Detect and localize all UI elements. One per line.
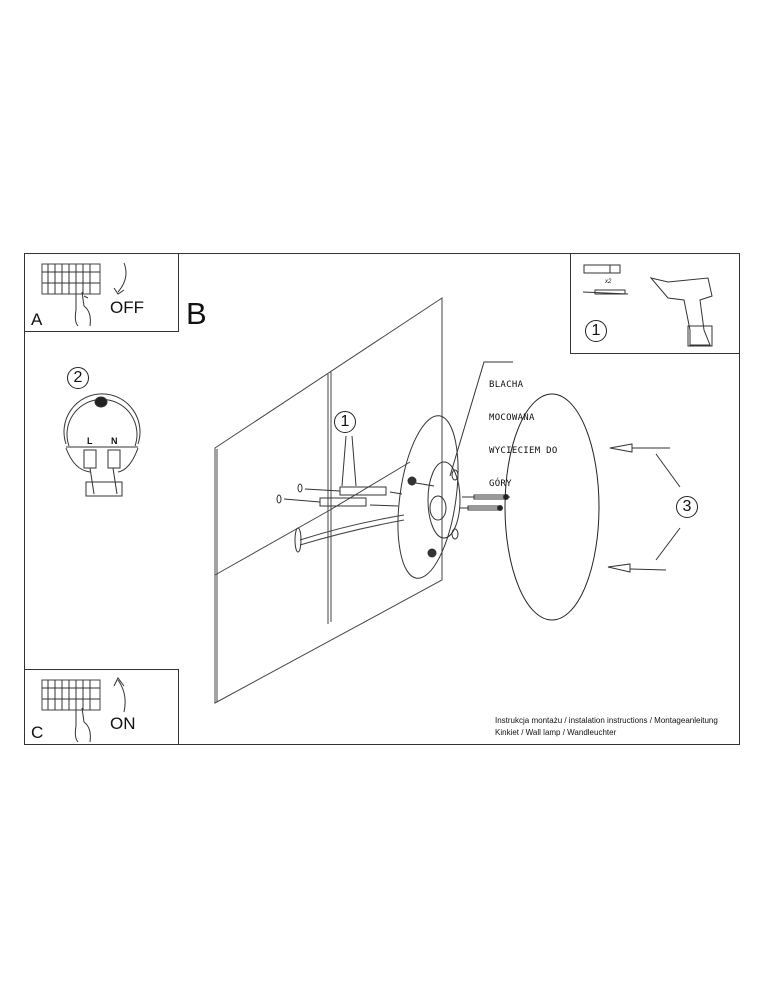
plate-note-line: MOCOWANA <box>489 413 535 423</box>
screws <box>460 494 510 511</box>
step-b-label: B <box>186 296 207 331</box>
assembly-arrows <box>607 443 681 573</box>
wall-plugs <box>276 435 403 507</box>
breaker-on-icon <box>41 677 126 743</box>
mounting-plate <box>397 361 513 579</box>
plate-note-line: GÓRY <box>489 479 512 489</box>
step-c-label: C <box>31 723 44 742</box>
plate-note-line: BLACHA <box>489 380 524 390</box>
quantity-label: x2 <box>605 279 612 285</box>
step-a-panel <box>24 253 179 332</box>
breaker-off-icon <box>41 262 127 327</box>
step-c-action-on: ON <box>110 714 136 733</box>
callout-2: 2 <box>67 367 89 389</box>
neutral-terminal-label: N <box>111 436 118 446</box>
step-a-label: A <box>31 310 43 329</box>
wiring-diagram <box>63 393 141 497</box>
step-a-action-off: OFF <box>110 298 144 317</box>
product-subtitle: Kinkiet / Wall lamp / Wandleuchter <box>495 728 617 737</box>
wall-panel <box>214 297 443 704</box>
tools-drawing <box>582 264 713 347</box>
callout-1-tools: 1 <box>585 320 607 342</box>
live-terminal-label: L <box>87 436 93 446</box>
instruction-sheet <box>24 253 740 745</box>
plate-note-line: WYCIECIEM DO <box>489 446 558 456</box>
plate-orientation-note: BLACHA MOCOWANA WYCIECIEM DO GÓRY <box>489 358 558 501</box>
lamp-shade <box>504 393 600 621</box>
instructions-title: Instrukcja montażu / instalation instruc… <box>495 716 718 725</box>
callout-1-wall: 1 <box>334 411 356 433</box>
step-c-panel <box>24 669 179 745</box>
callout-3: 3 <box>676 496 698 518</box>
